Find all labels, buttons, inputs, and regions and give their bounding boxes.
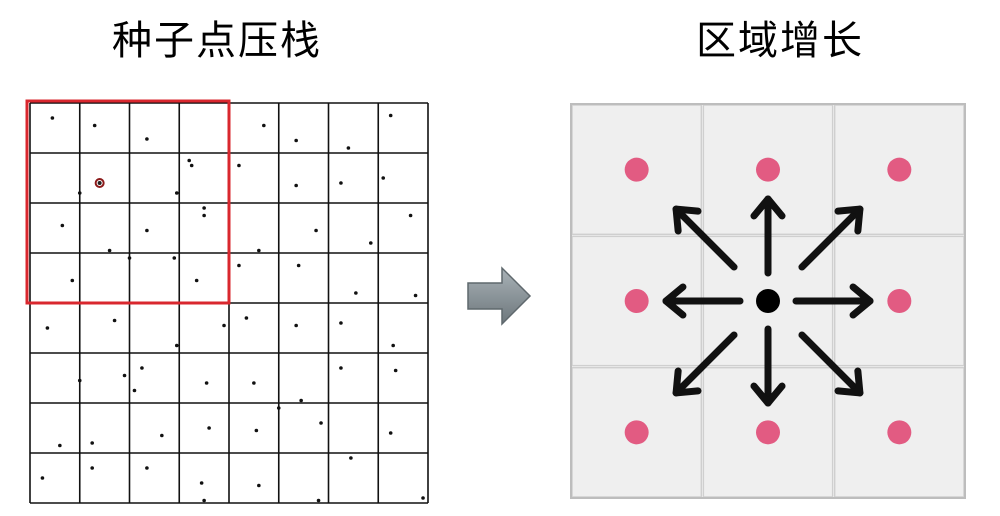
data-point <box>349 456 353 460</box>
data-point <box>199 481 204 485</box>
data-point <box>262 123 266 128</box>
neighbor-point <box>887 157 912 182</box>
data-point <box>421 496 425 500</box>
data-point <box>368 241 373 245</box>
data-point <box>90 441 94 445</box>
seed-window-highlight <box>25 99 231 305</box>
right-title: 区域增长 <box>696 18 864 64</box>
data-point <box>70 278 75 283</box>
growth-arrow-se-icon <box>798 331 864 397</box>
data-point <box>316 498 321 503</box>
data-point <box>252 381 256 385</box>
data-point <box>92 123 97 128</box>
data-point <box>299 398 303 403</box>
data-point <box>107 248 112 253</box>
neighbor-point <box>624 420 649 445</box>
data-point <box>276 406 281 410</box>
data-point <box>339 181 343 185</box>
arrowhead-ne-icon <box>834 205 864 235</box>
data-point <box>339 366 343 370</box>
data-point <box>194 278 199 283</box>
data-point <box>145 466 149 470</box>
arrowhead-e-icon <box>849 283 874 319</box>
neighbor-point <box>887 289 912 313</box>
data-point <box>314 228 318 233</box>
growth-arrows <box>662 195 874 407</box>
data-point <box>50 116 55 120</box>
data-point <box>145 137 149 141</box>
data-point <box>294 323 298 328</box>
data-point <box>187 158 191 163</box>
data-point <box>354 291 358 295</box>
neighbor-point <box>624 157 649 182</box>
neighbor-point <box>756 420 780 445</box>
data-point <box>244 316 249 320</box>
data-point <box>112 318 117 323</box>
data-point <box>381 176 386 180</box>
data-point <box>408 213 413 218</box>
data-point <box>132 388 137 393</box>
data-point <box>319 421 323 425</box>
transition-arrow-icon <box>467 266 532 326</box>
data-point <box>204 381 209 385</box>
data-point <box>237 163 241 168</box>
data-point <box>294 183 298 188</box>
growth-arrow-nw-icon <box>672 205 738 271</box>
data-point <box>393 368 398 373</box>
data-point <box>202 206 206 210</box>
arrowhead-s-icon <box>750 382 786 407</box>
growth-arrow-sw-icon <box>672 331 738 397</box>
growth-arrow-ne-icon <box>798 205 864 271</box>
data-point <box>296 263 301 268</box>
data-point <box>413 293 418 298</box>
data-point <box>174 343 179 348</box>
center-seed-point <box>756 289 780 313</box>
data-point <box>90 466 94 470</box>
data-point <box>160 433 164 438</box>
region-border <box>570 103 966 499</box>
data-point <box>77 191 82 195</box>
data-point <box>122 373 127 378</box>
data-point <box>294 138 298 143</box>
arrowhead-n-icon <box>750 195 786 220</box>
neighbor-point <box>756 157 780 182</box>
arrowhead-nw-icon <box>672 205 702 235</box>
data-point <box>60 223 65 228</box>
data-point <box>172 256 177 260</box>
data-point <box>145 228 149 233</box>
seed-points <box>40 113 425 503</box>
data-point <box>388 431 393 435</box>
data-point <box>222 323 226 328</box>
data-point <box>40 476 45 480</box>
data-point <box>237 263 241 268</box>
data-point <box>257 483 261 488</box>
arrowhead-w-icon <box>662 283 687 319</box>
data-point <box>174 191 179 195</box>
data-point <box>254 428 259 433</box>
data-point <box>45 326 50 330</box>
neighbor-point <box>624 289 649 313</box>
data-point <box>346 146 351 150</box>
data-point <box>391 343 395 348</box>
data-point <box>202 213 206 218</box>
data-point <box>202 498 206 503</box>
data-point <box>257 248 261 253</box>
neighbor-point <box>887 420 912 445</box>
data-point <box>58 443 62 448</box>
data-point <box>189 163 194 168</box>
data-point <box>339 321 343 325</box>
seed-point-center <box>97 181 102 185</box>
left-title: 种子点压栈 <box>112 18 322 64</box>
data-point <box>127 256 132 260</box>
data-point <box>388 113 393 118</box>
data-point <box>77 378 82 383</box>
data-point <box>207 426 211 430</box>
neighbor-points <box>624 157 912 445</box>
data-point <box>140 366 144 370</box>
arrowhead-se-icon <box>834 367 864 397</box>
arrowhead-sw-icon <box>672 367 702 397</box>
